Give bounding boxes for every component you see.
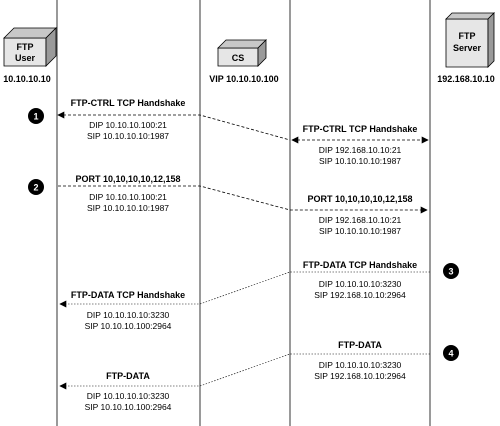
step-3-number: 3 [448, 267, 453, 277]
cs-address: VIP 10.10.10.100 [209, 74, 278, 84]
cs-box-label: CS [232, 53, 245, 63]
ftp-user-box-label-1: FTP [17, 42, 34, 52]
step-3-left-dip: DIP 10.10.10.10:3230 [87, 310, 170, 320]
ftp-user-box: FTP User [3, 27, 57, 67]
step-1-left-arrow [57, 111, 291, 141]
step-4-right-dip: DIP 10.10.10.10:3230 [319, 360, 402, 370]
step-4-number: 4 [448, 349, 453, 359]
step-4-left-title: FTP-DATA [106, 371, 150, 381]
step-3-right-sip: SIP 192.168.10.10:2964 [314, 290, 406, 300]
ftp-server-box-label-2: Server [453, 43, 482, 53]
step-1-right-sip: SIP 10.10.10.10:1987 [319, 156, 401, 166]
step-3-right-title: FTP-DATA TCP Handshake [303, 260, 417, 270]
step-2-arrow [58, 185, 428, 214]
lifelines [56, 0, 431, 426]
ftp-user-box-label-2: User [15, 53, 36, 63]
step-4-right-sip: SIP 192.168.10.10:2964 [314, 371, 406, 381]
step-1-left-sip: SIP 10.10.10.10:1987 [87, 131, 169, 141]
step-3-arrow [59, 271, 430, 308]
step-3-left-title: FTP-DATA TCP Handshake [71, 290, 185, 300]
step-2-right-sip: SIP 10.10.10.10:1987 [319, 226, 401, 236]
step-3-badge: 3 [443, 263, 459, 279]
step-1-right-title: FTP-CTRL TCP Handshake [303, 124, 418, 134]
ftp-user-address: 10.10.10.10 [3, 74, 51, 84]
step-3-right-dip: DIP 10.10.10.10:3230 [319, 279, 402, 289]
step-4-badge: 4 [443, 345, 459, 361]
step-2-right-title: PORT 10,10,10,10,12,158 [307, 194, 412, 204]
step-2-left-dip: DIP 10.10.10.100:21 [89, 192, 167, 202]
step-4-left-dip: DIP 10.10.10.10:3230 [87, 391, 170, 401]
step-3-left-sip: SIP 10.10.10.100:2964 [85, 321, 172, 331]
step-4-right-title: FTP-DATA [338, 340, 382, 350]
step-2-left-title: PORT 10,10,10,10,12,158 [75, 174, 180, 184]
step-2-right-dip: DIP 192.168.10.10:21 [319, 215, 402, 225]
step-1-left-dip: DIP 10.10.10.100:21 [89, 120, 167, 130]
step-1-number: 1 [33, 112, 38, 122]
step-4-left-sip: SIP 10.10.10.100:2964 [85, 402, 172, 412]
step-2-badge: 2 [28, 179, 44, 195]
step-1-left-title: FTP-CTRL TCP Handshake [71, 98, 186, 108]
step-2-number: 2 [33, 183, 38, 193]
step-1-badge: 1 [28, 108, 44, 124]
cs-box: CS [217, 39, 267, 67]
ftp-server-box-label-1: FTP [459, 31, 476, 41]
ftp-server-box: FTP Server [445, 12, 495, 68]
step-1-right-dip: DIP 192.168.10.10:21 [319, 145, 402, 155]
ftp-server-address: 192.168.10.10 [437, 74, 495, 84]
step-4-arrow [59, 353, 430, 390]
step-2-left-sip: SIP 10.10.10.10:1987 [87, 203, 169, 213]
